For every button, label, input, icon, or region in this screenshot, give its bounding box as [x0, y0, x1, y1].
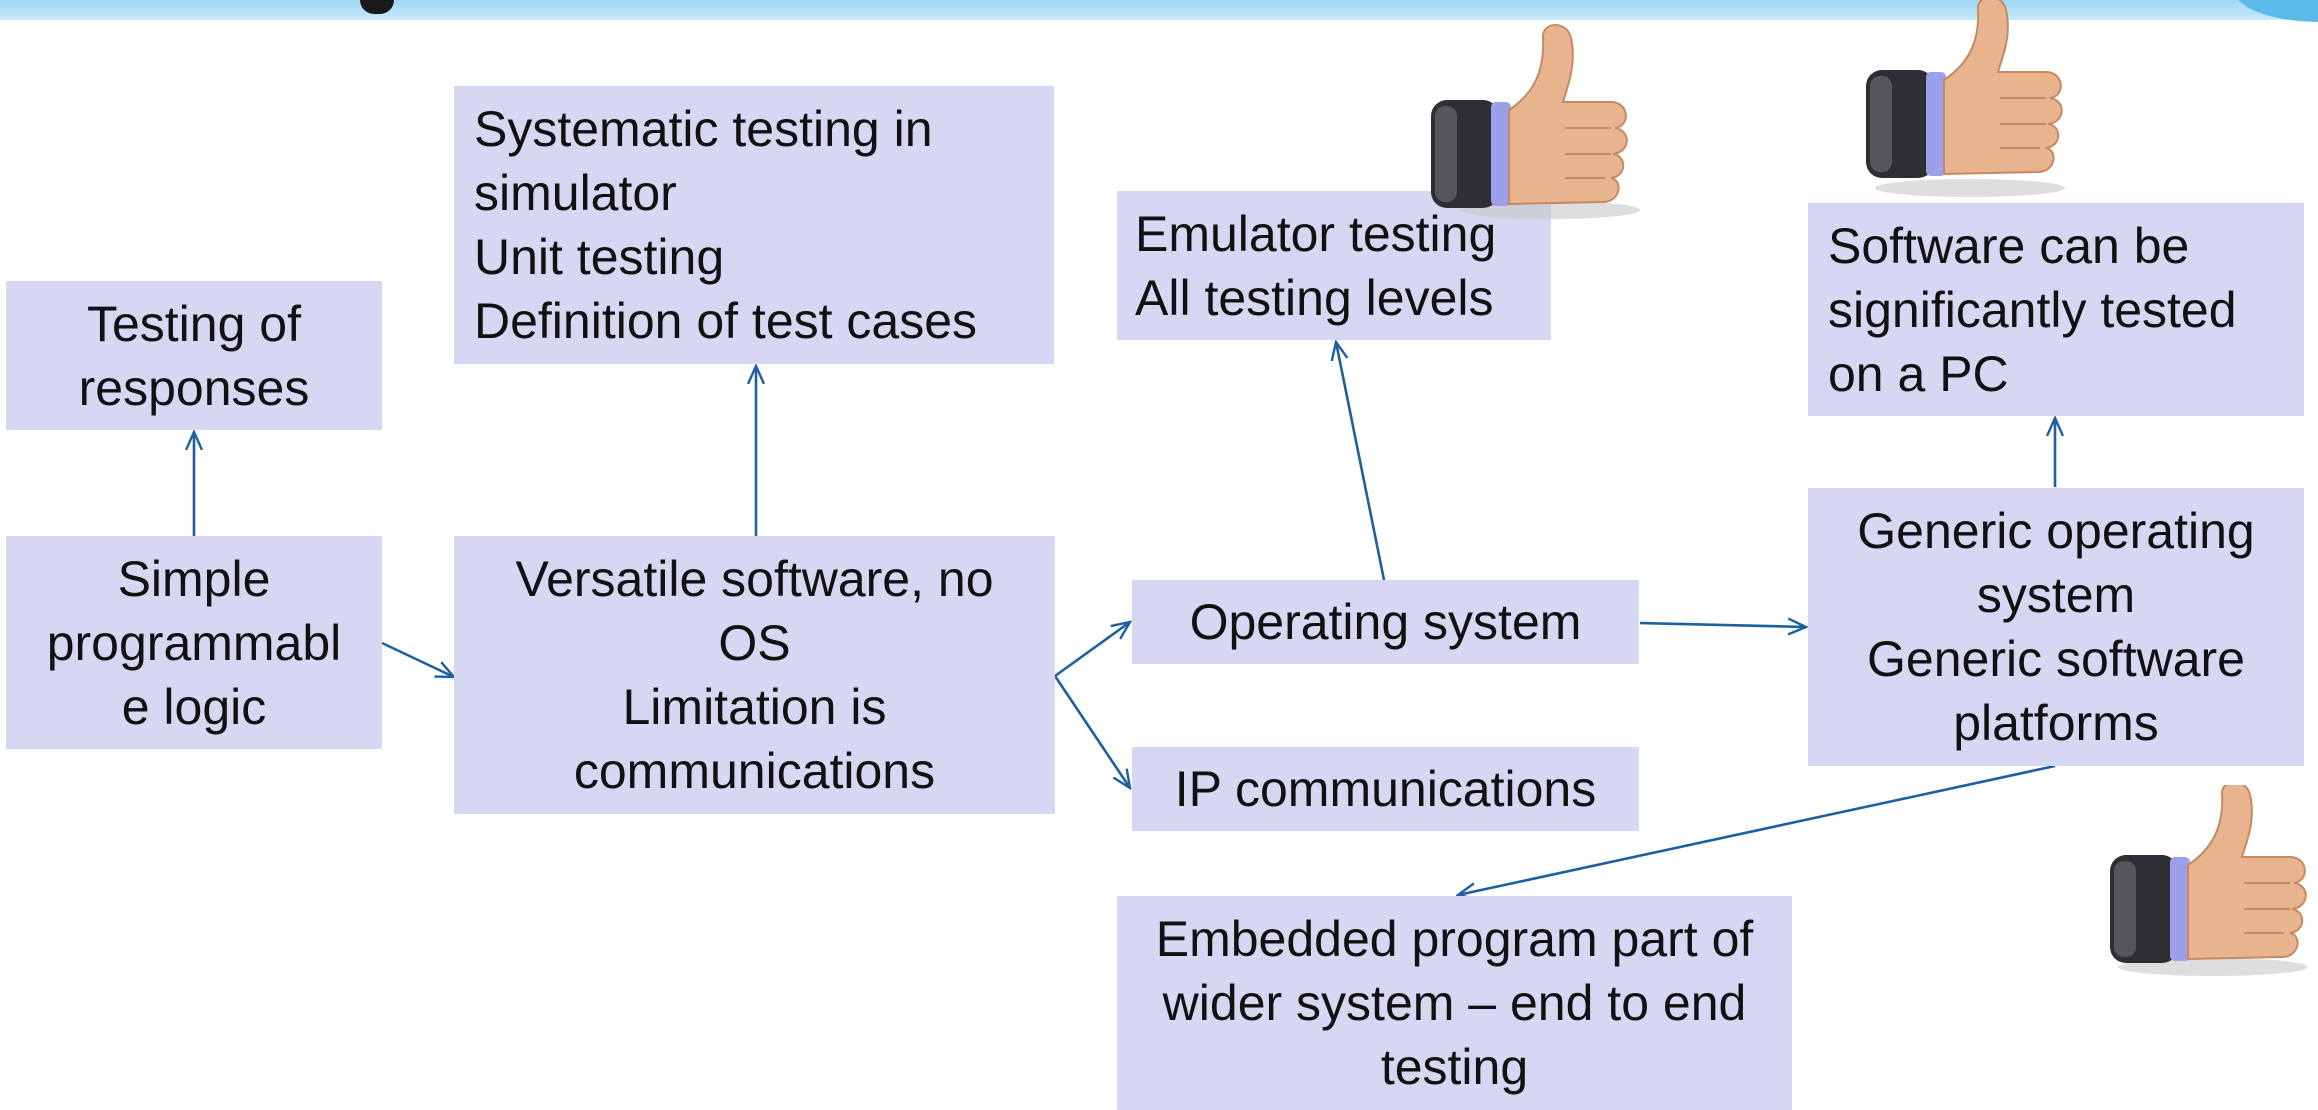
arrow-versatile-to-ip — [1053, 675, 1130, 788]
arrow-versatile-to-os — [1054, 622, 1130, 678]
header-band — [0, 0, 2318, 22]
arrow-os-to-emulator — [1336, 342, 1386, 581]
box-systematic-testing: Systematic testing in simulator Unit tes… — [454, 86, 1054, 364]
box-software-tested-on-pc: Software can be significantly tested on … — [1808, 203, 2304, 416]
box-embedded-program: Embedded program part of wider system – … — [1117, 896, 1792, 1110]
arrow-os-to-generic — [1639, 623, 1806, 627]
arrow-generic-to-embedded — [1458, 764, 2056, 895]
box-ip-communications: IP communications — [1132, 747, 1639, 831]
box-generic-operating-system: Generic operating system Generic softwar… — [1808, 488, 2304, 766]
thumbs-up-icon — [1866, 0, 2065, 197]
box-operating-system: Operating system — [1132, 580, 1639, 664]
box-emulator-testing: Emulator testing All testing levels — [1117, 191, 1551, 340]
title-fragment — [360, 0, 394, 14]
arrow-simple-to-versatile — [381, 641, 454, 677]
box-versatile-software: Versatile software, no OS Limitation is … — [454, 536, 1055, 814]
thumbs-up-icon — [2110, 785, 2308, 976]
box-testing-of-responses: Testing of responses — [6, 281, 382, 430]
box-simple-programmable-logic: Simple programmabl e logic — [6, 536, 382, 749]
thumbs-up-icon — [1431, 24, 1640, 219]
